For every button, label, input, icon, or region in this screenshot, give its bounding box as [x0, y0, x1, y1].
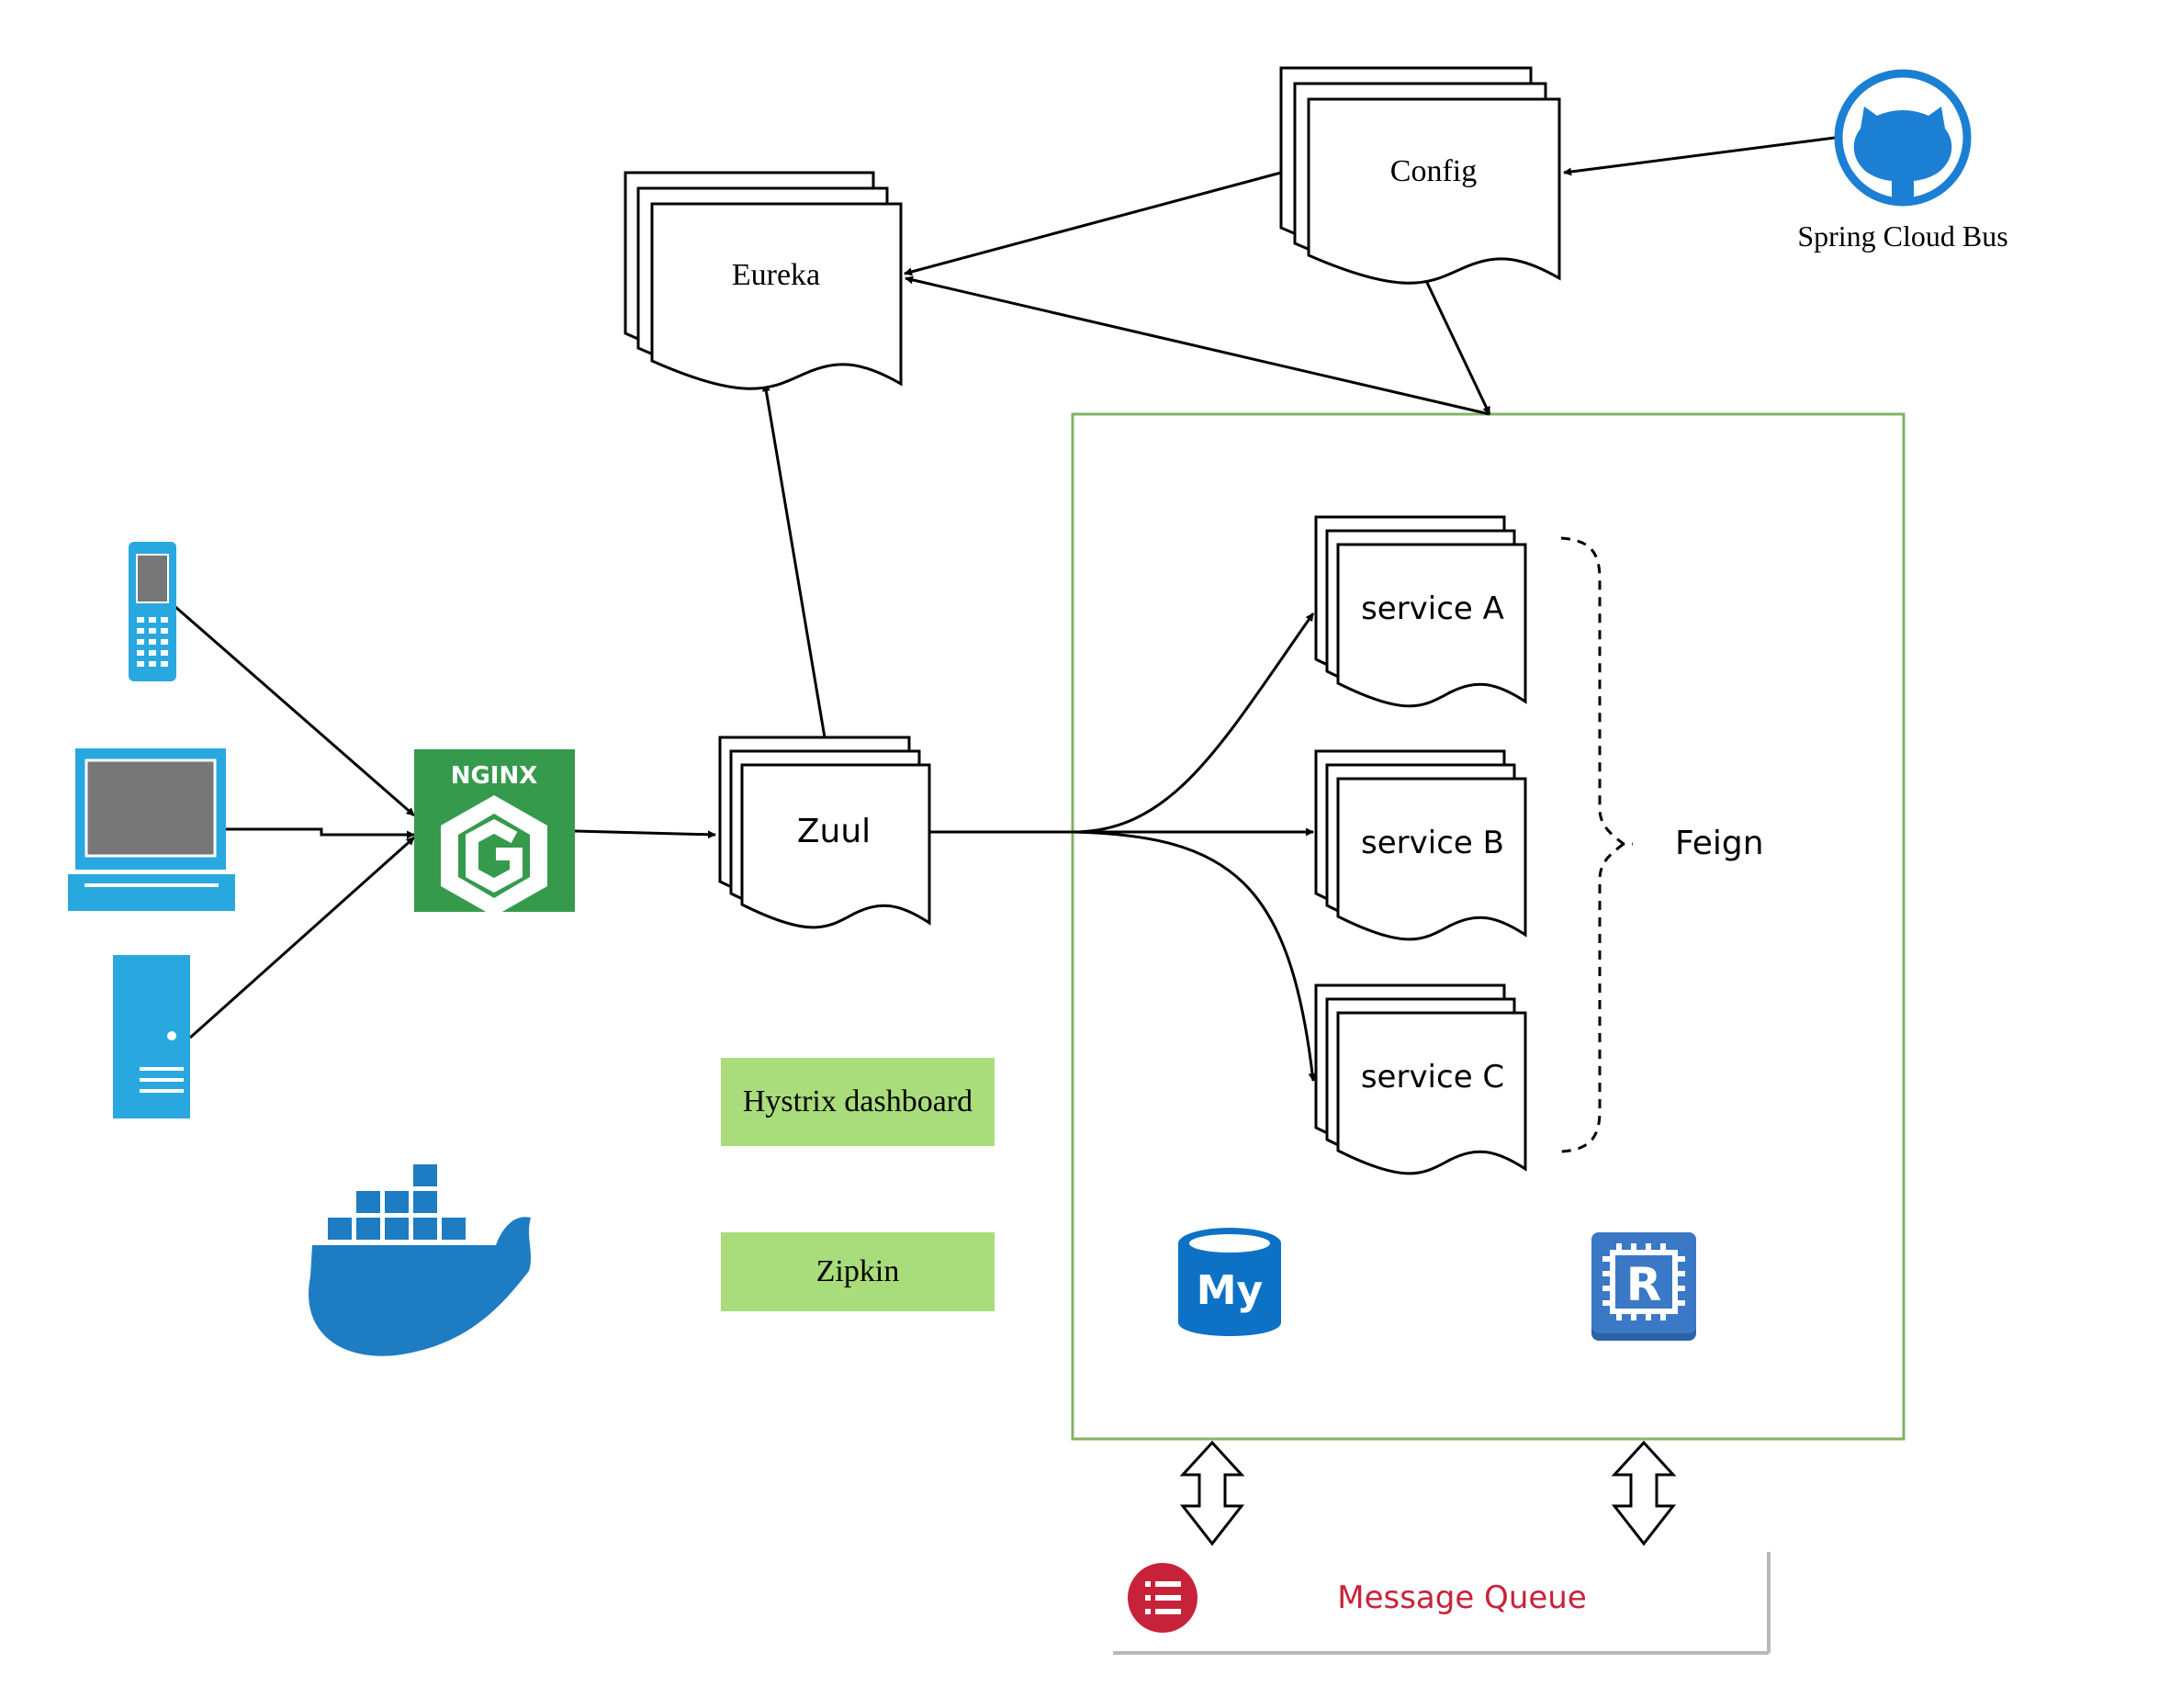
eureka-node: Eureka [624, 171, 903, 390]
double-arrow-right [1611, 1440, 1677, 1546]
mobile-phone-icon [129, 542, 176, 681]
mysql-logo-text: My [1197, 1267, 1263, 1314]
edge-config-to-services [1419, 268, 1491, 415]
redis-icon: R [1591, 1232, 1696, 1341]
nginx-icon: NGINX [414, 749, 575, 916]
edge-mobile-to-nginx [174, 604, 415, 817]
zuul-node: Zuul [718, 736, 931, 929]
message-queue-panel [1113, 1552, 1771, 1655]
docker-whale-icon [309, 1164, 531, 1356]
config-node: Config [1279, 66, 1561, 285]
service-b-label: service B [1361, 825, 1504, 861]
zuul-label: Zuul [797, 813, 871, 850]
service-c-label: service C [1361, 1059, 1504, 1096]
edge-config-to-eureka [904, 171, 1282, 276]
edge-zuul-to-eureka [761, 383, 826, 738]
hystrix-label: Hystrix dashboard [743, 1084, 973, 1118]
edge-zuul-to-service-c [929, 830, 1317, 1082]
double-arrow-left [1179, 1440, 1245, 1546]
spring-cloud-bus-label: Spring Cloud Bus [1797, 219, 2007, 253]
message-queue-label: Message Queue [1337, 1579, 1587, 1616]
nginx-label: NGINX [451, 762, 538, 790]
edges [174, 136, 1836, 1082]
edge-laptop-to-nginx [225, 827, 415, 839]
github-octocat-icon [1834, 69, 1972, 207]
mysql-icon: My [1178, 1228, 1281, 1336]
feign-brace [1560, 536, 1633, 1153]
edge-server-to-nginx [189, 836, 415, 1039]
hystrix-dashboard-box: Hystrix dashboard [721, 1058, 995, 1146]
zipkin-box: Zipkin [721, 1232, 995, 1311]
edge-services-to-eureka [905, 275, 1490, 416]
edge-zuul-to-service-a [929, 612, 1315, 834]
feign-label: Feign [1675, 825, 1764, 862]
service-a-label: service A [1361, 590, 1504, 627]
zipkin-label: Zipkin [816, 1254, 900, 1288]
server-tower-icon [113, 955, 190, 1118]
service-a-node: service A [1314, 515, 1527, 708]
eureka-label: Eureka [732, 258, 820, 292]
redis-logo-text: R [1626, 1258, 1662, 1311]
service-c-node: service C [1314, 983, 1527, 1175]
edge-bus-to-config [1563, 136, 1836, 176]
edge-nginx-to-zuul [574, 829, 716, 839]
service-b-node: service B [1314, 749, 1527, 941]
message-queue-icon [1128, 1563, 1197, 1633]
config-label: Config [1390, 154, 1477, 188]
laptop-icon [68, 748, 235, 911]
